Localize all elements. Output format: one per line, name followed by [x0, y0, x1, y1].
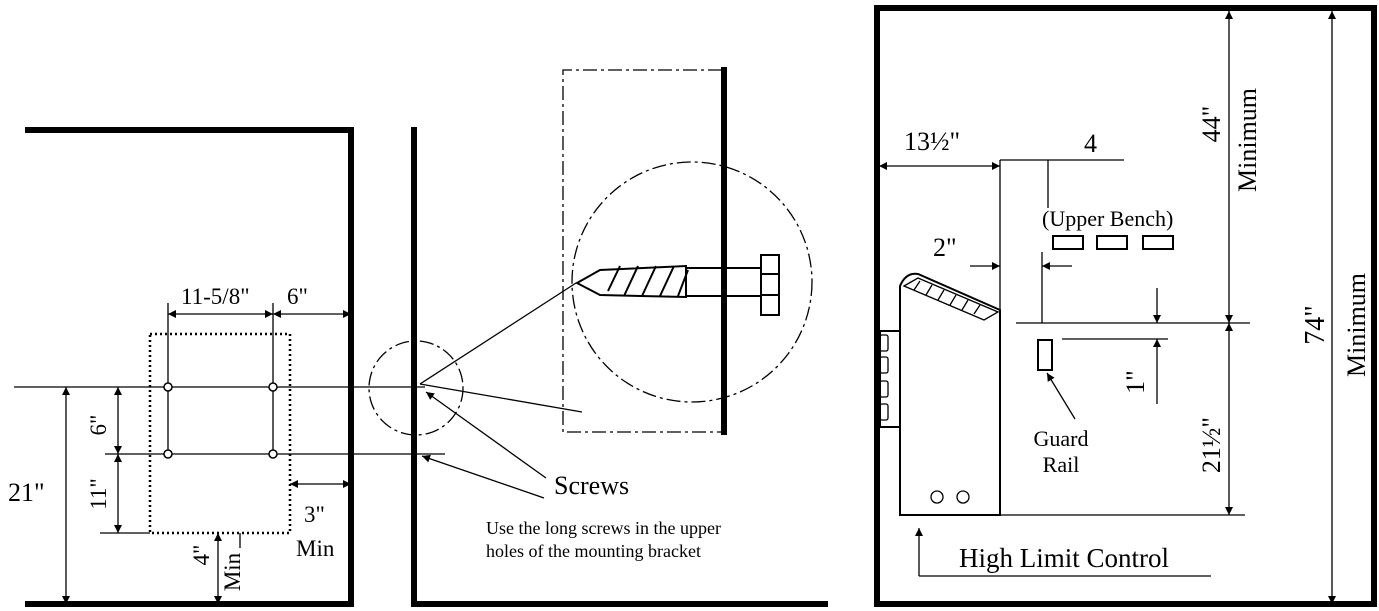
screws-note-line1: Use the long screws in the upper — [486, 518, 721, 538]
upper-bench-label: (Upper Bench) — [1042, 206, 1173, 231]
vertical-11-label: 11" — [86, 478, 111, 510]
mounting-hole — [268, 449, 278, 459]
dim-44-label: 44" — [1197, 106, 1226, 143]
side-6-label: 6" — [287, 284, 308, 309]
room-outline — [874, 5, 1377, 607]
dim-4-label: 4 — [1084, 129, 1097, 158]
upper-bench-slat — [1142, 235, 1174, 250]
gap-3-label: 3" — [304, 502, 325, 527]
upper-bench-slat — [1052, 235, 1084, 250]
mounting-hole — [163, 449, 173, 459]
control-knob-icon — [930, 490, 944, 504]
mounting-hole — [268, 382, 278, 392]
control-knob-icon — [956, 490, 970, 504]
mounting-hole — [163, 382, 173, 392]
vertical-6-label: 6" — [86, 415, 111, 436]
total-21-label: 21" — [8, 478, 45, 507]
dim-2-label: 2" — [933, 233, 957, 262]
bracket-outline — [148, 332, 292, 535]
upper-bench-slat — [1096, 235, 1128, 250]
detail-callout-circle — [368, 340, 464, 436]
wall-layout-panel: 11-5/8" 6" 6" 11" 21" 3" Min 4" Min — [8, 127, 445, 607]
minimum-74-label: Minimum — [1342, 273, 1371, 377]
width-11-5-8-label: 11-5/8" — [181, 284, 250, 309]
heater-unit — [879, 272, 1001, 516]
guard-rail-label-line2: Rail — [1043, 452, 1080, 477]
wall-outline-middle — [411, 127, 828, 607]
detail-magnified-circle — [571, 161, 813, 403]
high-limit-control-label: High Limit Control — [959, 543, 1169, 573]
bottom-4-min-label: Min — [220, 552, 245, 591]
dim-21-5-label: 21½" — [1197, 417, 1226, 473]
guard-rail-icon — [1037, 339, 1053, 371]
bottom-4-label: 4" — [189, 545, 214, 566]
dim-74-label: 74" — [1300, 305, 1331, 344]
screw-icon — [574, 254, 780, 316]
wall-outline-left — [25, 127, 354, 607]
dim-13-5-label: 13½" — [904, 127, 960, 156]
screws-label: Screws — [554, 471, 629, 500]
screw-detail-panel: Screws Use the long screws in the upper … — [368, 67, 828, 607]
guard-rail-label-line1: Guard — [1034, 426, 1089, 451]
screws-note-line2: holes of the mounting bracket — [486, 541, 701, 561]
dim-1-label: 1" — [1121, 370, 1150, 394]
minimum-44-label: Minimum — [1233, 88, 1262, 192]
gap-3-min-label: Min — [296, 536, 335, 561]
clearance-panel: 13½" 4 (Upper Bench) 2" 44" Minimum 74" … — [874, 5, 1377, 607]
